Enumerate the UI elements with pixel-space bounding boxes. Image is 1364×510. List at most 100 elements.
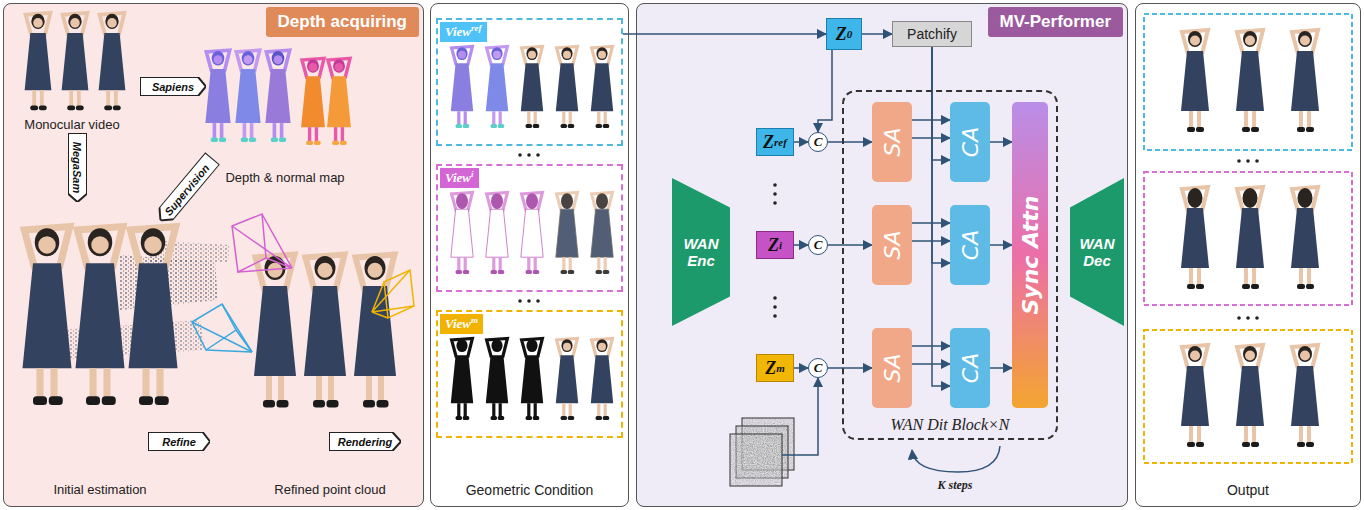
arrow-tag-outline	[329, 432, 401, 451]
concat-symbol: C	[814, 134, 823, 150]
node-z: Zi	[756, 231, 794, 259]
view-index: i	[471, 169, 474, 179]
connector-arrow	[862, 33, 892, 35]
attention-label: CA	[958, 353, 983, 383]
panel-title: Depth acquiring	[266, 7, 419, 37]
node-rot: SA	[872, 205, 912, 285]
latent-index: ref	[774, 136, 787, 148]
concat-symbol: C	[814, 237, 823, 253]
connector-arrow	[828, 141, 872, 143]
codec-label: WAN Dec	[1075, 235, 1119, 269]
block-label: WAN Dit Block×N	[844, 416, 1056, 434]
attention-label: CA	[958, 230, 983, 260]
node-panelC: Output	[1135, 3, 1361, 507]
connector-arrow	[912, 345, 950, 347]
node-tagL: Supervision	[153, 152, 220, 226]
trapezoid-outline	[1070, 178, 1124, 326]
arrow-tag-outline	[148, 432, 210, 451]
loop-label: K steps	[937, 478, 972, 493]
node-panelH: Depth acquiringSapiensMegaSam Supervision…	[3, 3, 424, 507]
view-name: View	[445, 170, 471, 185]
view-name: View	[445, 24, 471, 39]
node-rot: SA	[872, 102, 912, 182]
view-tag: Viewref	[440, 22, 487, 42]
step-label: Supervision	[161, 162, 211, 218]
view-index: m	[471, 315, 478, 325]
connector-arrow	[912, 363, 950, 365]
connector-arrow	[990, 367, 1012, 369]
connector-arrow	[623, 33, 826, 35]
node-view: Viewi	[436, 164, 623, 292]
step-label: Rendering	[338, 436, 392, 448]
latent-symbol: Z	[763, 132, 774, 153]
node-circ: C	[808, 235, 828, 255]
node-z: Zm	[756, 354, 794, 382]
attention-label: SA	[880, 127, 905, 156]
view-tag: Viewi	[440, 168, 479, 188]
connector-arrow	[990, 141, 1012, 143]
node-trap: WAN Enc	[672, 178, 730, 326]
node-rot: Sync Attn	[1012, 102, 1048, 408]
node-view: Viewm	[436, 310, 623, 438]
panel-caption: Geometric Condition	[431, 482, 628, 498]
view-name: View	[445, 316, 471, 331]
panel-caption: Output	[1136, 482, 1360, 498]
arrow-tag-outline	[140, 77, 206, 96]
node-panelC: Geometric ConditionViewrefViewiViewm	[430, 3, 629, 507]
node-rot: CA	[950, 205, 990, 285]
step-label: Sapiens	[152, 81, 194, 93]
node-tagR: Sapiens	[140, 77, 206, 96]
node-group: WAN Dit Block×N SA CA SA CA SA CA Sync Attn	[842, 90, 1058, 440]
node-circ: C	[808, 358, 828, 378]
attention-label: CA	[958, 127, 983, 157]
node-rot: CA	[950, 328, 990, 408]
process-box-label: Patchify	[907, 26, 957, 42]
node-tagR: Refine	[148, 432, 210, 451]
node-view: Viewref	[436, 18, 623, 146]
connector-arrow	[828, 244, 872, 246]
connector-arrow	[912, 137, 950, 139]
node-box: Patchify	[892, 21, 972, 47]
latent-index: m	[776, 362, 785, 374]
node-rot: SA	[872, 328, 912, 408]
node-trap: WAN Dec	[1070, 178, 1124, 326]
figure-caption: Monocular video	[24, 117, 119, 132]
connector-arrow	[794, 244, 808, 246]
trapezoid-outline	[672, 178, 730, 326]
figure-caption: Refined point cloud	[274, 482, 385, 497]
connector-arrow	[932, 47, 950, 160]
connector-arrow	[912, 240, 950, 242]
panel-title: MV-Performer	[988, 7, 1123, 37]
connector-arrow	[912, 222, 950, 224]
view-tag: Viewm	[440, 314, 483, 334]
figure-caption: Initial estimation	[53, 482, 146, 497]
connector-arrow	[818, 50, 832, 132]
connector-arrow	[932, 47, 950, 386]
latent-index: i	[779, 239, 782, 251]
connector-arrow	[828, 367, 872, 369]
connector-arrow	[912, 119, 950, 121]
connector-arrow	[932, 47, 950, 263]
figure-caption: Depth & normal map	[225, 170, 344, 185]
latent-symbol: Z	[836, 24, 847, 45]
arrow-tag-outline	[68, 133, 87, 202]
node-panelH: MV-PerformerZ0PatchifyWAN EncZrefZiZmCCC…	[636, 3, 1128, 507]
arrow-tag-outline	[153, 152, 220, 226]
connector-arrow	[794, 141, 808, 143]
connector-arrow	[990, 244, 1012, 246]
attention-label: SA	[880, 353, 905, 382]
step-label: MegaSam	[71, 142, 83, 193]
node-tagR: Rendering	[329, 432, 401, 451]
step-label: Refine	[162, 436, 196, 448]
concat-symbol: C	[814, 360, 823, 376]
attention-label: Sync Attn	[1018, 195, 1043, 314]
view-index: ref	[471, 23, 482, 33]
node-rot: CA	[950, 102, 990, 182]
node-z: Zref	[756, 128, 794, 156]
latent-symbol: Z	[768, 235, 779, 256]
latent-index: 0	[847, 28, 853, 40]
node-z: Z0	[826, 18, 862, 50]
connector-arrow	[794, 367, 808, 369]
node-tagR: MegaSam	[68, 133, 87, 202]
attention-label: SA	[880, 230, 905, 259]
